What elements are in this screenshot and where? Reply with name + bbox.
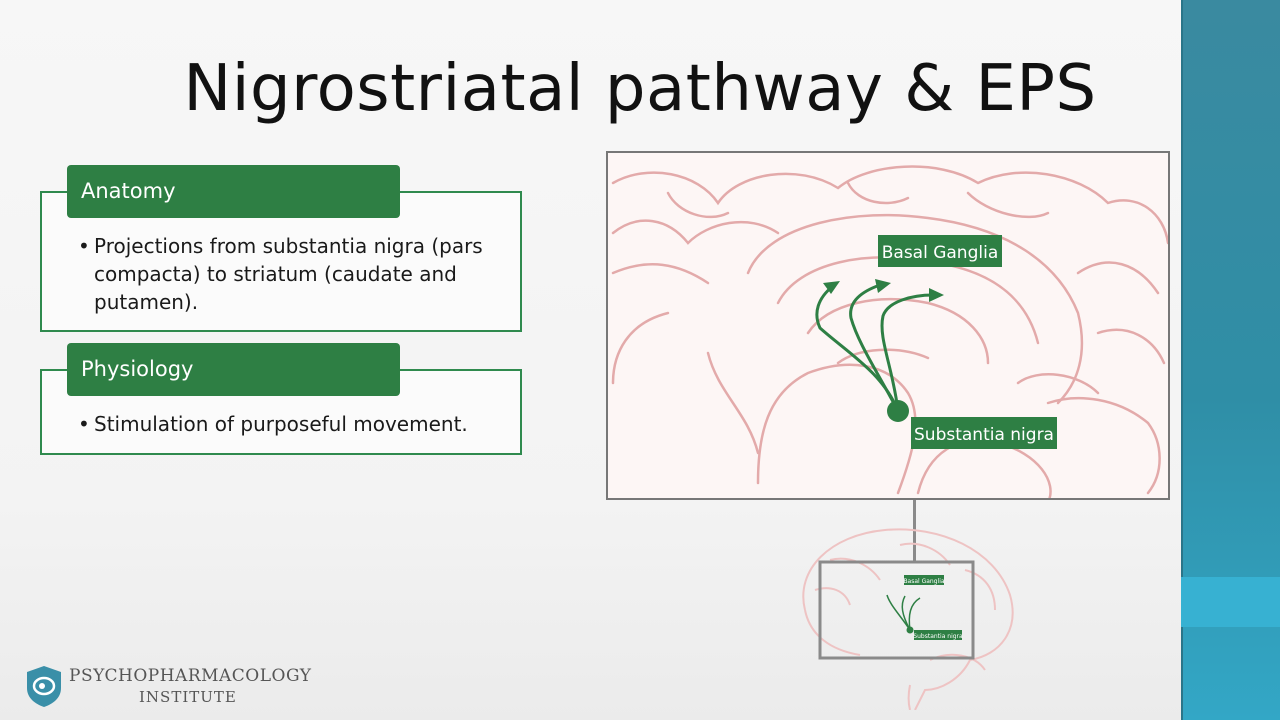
slide-title-text: Nigrostriatal pathway & EPS: [183, 52, 1097, 126]
bullet-dot: •: [78, 412, 90, 436]
logo-subtitle: INSTITUTE: [139, 688, 237, 706]
bullet-dot: •: [78, 234, 90, 258]
label-substantia-nigra: Substantia nigra: [914, 425, 1054, 445]
slide-title: Nigrostriatal pathway & EPS: [0, 52, 1280, 126]
anatomy-card: Anatomy • Projections from substantia ni…: [40, 165, 522, 332]
anatomy-heading: Anatomy: [67, 165, 400, 218]
anatomy-bullet-text: Projections from substantia nigra (pars …: [94, 234, 483, 314]
anatomy-body: • Projections from substantia nigra (par…: [78, 232, 502, 316]
side-accent-edge: [1181, 0, 1183, 720]
physiology-bullet: • Stimulation of purposeful movement.: [78, 410, 502, 438]
mini-label-basal-ganglia: Basal Ganglia: [903, 578, 944, 585]
brain-thumbnail: Basal Ganglia Substantia nigra: [790, 520, 1020, 711]
mini-label-substantia-nigra: Substantia nigra: [913, 633, 963, 640]
brain-illustration: Basal Ganglia Substantia nigra: [611, 165, 1168, 498]
side-accent-highlight: [1181, 577, 1280, 627]
label-basal-ganglia: Basal Ganglia: [882, 243, 999, 263]
shield-logo-icon: [27, 666, 61, 707]
institute-logo: PSYCHOPHARMACOLOGY INSTITUTE: [24, 664, 314, 714]
logo-name: PSYCHOPHARMACOLOGY: [69, 666, 312, 686]
side-accent-bar: [1181, 0, 1280, 720]
physiology-body: • Stimulation of purposeful movement.: [78, 410, 502, 438]
anatomy-bullet: • Projections from substantia nigra (par…: [78, 232, 502, 316]
physiology-heading: Physiology: [67, 343, 400, 396]
brain-diagram: Basal Ganglia Substantia nigra: [606, 151, 1170, 500]
physiology-card: Physiology • Stimulation of purposeful m…: [40, 343, 522, 455]
physiology-bullet-text: Stimulation of purposeful movement.: [94, 412, 468, 436]
brain-thumbnail-illustration: Basal Ganglia Substantia nigra: [802, 528, 1014, 711]
